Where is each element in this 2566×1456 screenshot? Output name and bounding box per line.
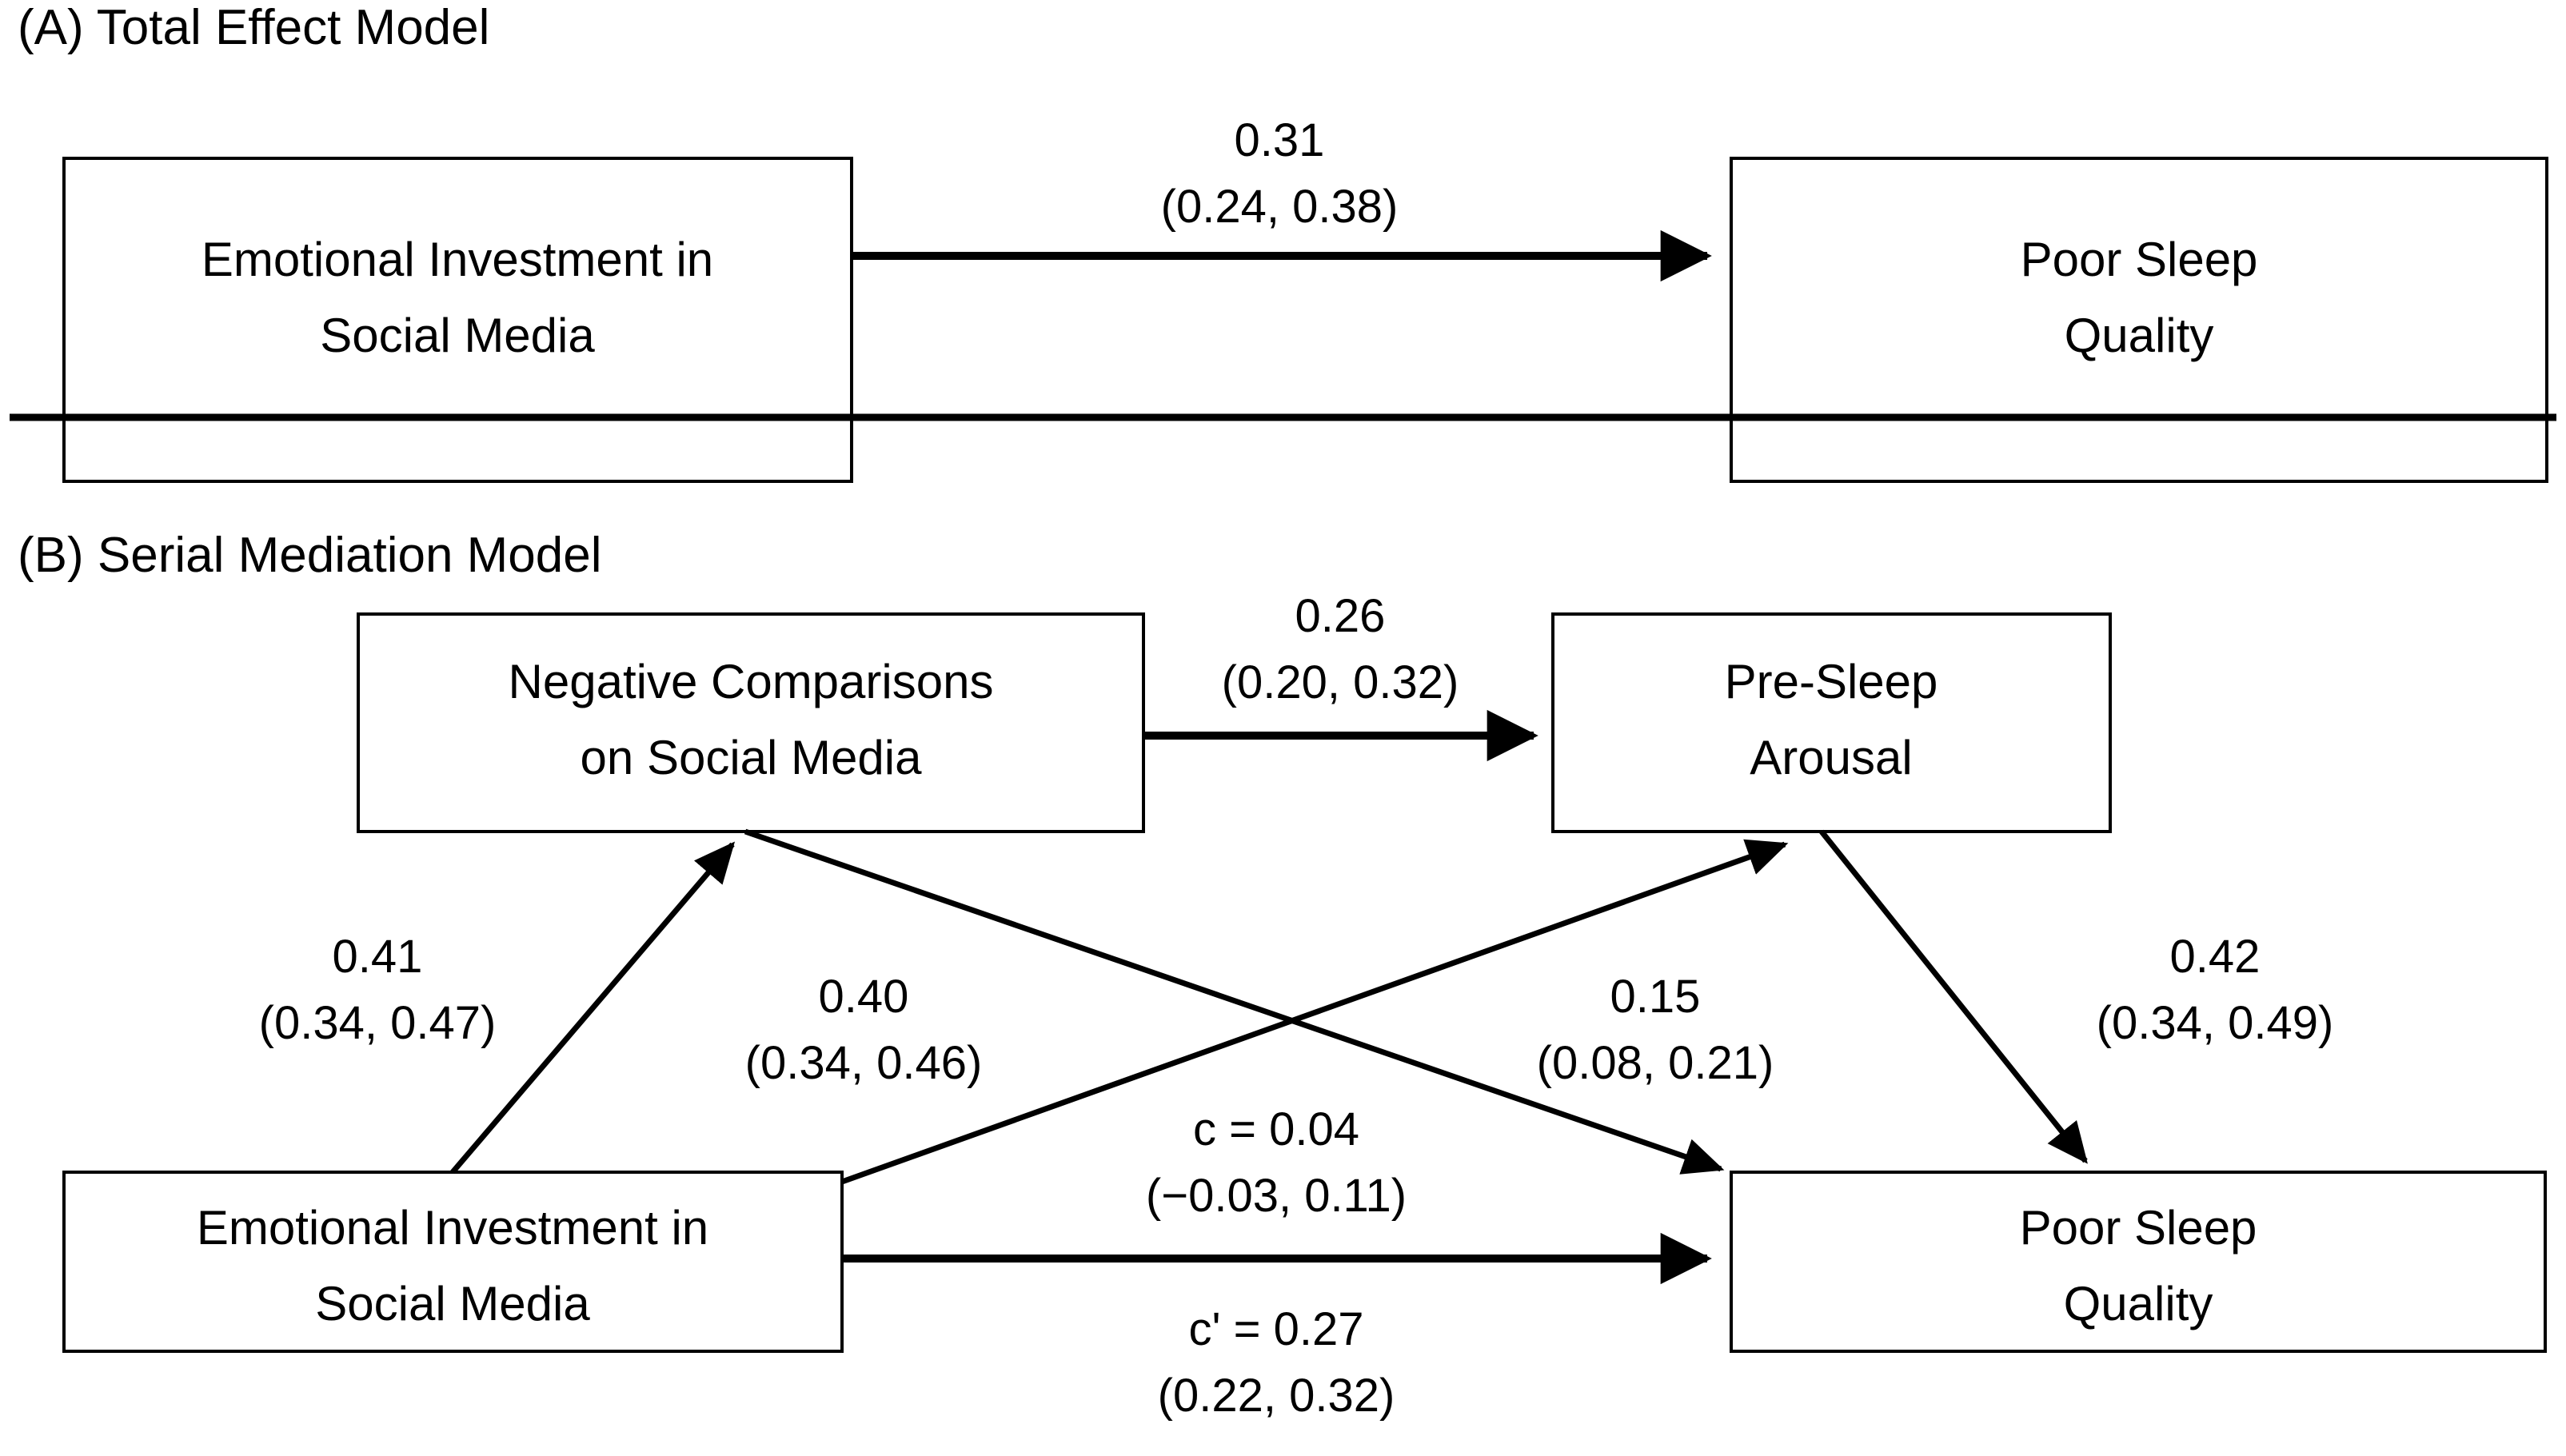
edge-label-nc-psa-ci: (0.20, 0.32) — [1222, 656, 1459, 708]
node-poor-sleep-quality-a: Poor Sleep Quality — [1730, 157, 2548, 483]
edge-label-ei-psa-ci: (0.08, 0.21) — [1537, 1037, 1774, 1089]
edge-arrow-psa-to-psq — [1819, 829, 2088, 1164]
node-label-negative-comparisons-line1: Negative Comparisons — [509, 655, 994, 708]
edge-label-psa-psq-ci: (0.34, 0.49) — [2097, 997, 2334, 1049]
node-label-emotional-investment-b-line2: Social Media — [315, 1277, 590, 1330]
node-box-negative-comparisons — [357, 612, 1145, 833]
node-box-pre-sleep-arousal — [1551, 612, 2112, 833]
node-label-emotional-investment-a-line2: Social Media — [320, 309, 595, 362]
node-label-emotional-investment-a-line1: Emotional Investment in — [202, 233, 713, 286]
edge-label-nc-psq-ci: (0.34, 0.46) — [745, 1037, 983, 1089]
panel-b-title: (B) Serial Mediation Model — [18, 528, 602, 583]
node-negative-comparisons: Negative Comparisons on Social Media — [357, 612, 1145, 833]
edge-label-total-effect-ci: (0.24, 0.38) — [1161, 181, 1399, 233]
edge-label-psa-psq-estimate: 0.42 — [2170, 931, 2261, 983]
node-label-poor-sleep-quality-a-line1: Poor Sleep — [2021, 233, 2258, 286]
edge-label-total-effect-estimate: 0.31 — [1235, 114, 1325, 166]
edge-label-ei-nc-estimate: 0.41 — [333, 931, 423, 983]
node-emotional-investment-a: Emotional Investment in Social Media — [62, 157, 853, 483]
node-emotional-investment-b: Emotional Investment in Social Media — [62, 1171, 844, 1353]
node-label-emotional-investment-b-line1: Emotional Investment in — [197, 1201, 708, 1255]
node-label-negative-comparisons-line2: on Social Media — [581, 731, 923, 784]
edge-arrow-nc-to-psq — [744, 828, 1725, 1175]
node-label-poor-sleep-quality-b-line2: Quality — [2064, 1277, 2213, 1330]
node-poor-sleep-quality-b: Poor Sleep Quality — [1730, 1171, 2547, 1353]
node-pre-sleep-arousal: Pre-Sleep Arousal — [1551, 612, 2112, 833]
node-label-poor-sleep-quality-a-line2: Quality — [2065, 309, 2214, 362]
edge-arrow-ei-to-nc — [450, 841, 736, 1175]
edge-label-direct-cprime-estimate: c' = 0.27 — [1188, 1303, 1363, 1355]
node-box-emotional-investment-a — [62, 157, 853, 483]
node-box-poor-sleep-quality-a — [1730, 157, 2548, 483]
edge-label-ei-psa-estimate: 0.15 — [1610, 971, 1701, 1023]
node-label-pre-sleep-arousal-line1: Pre-Sleep — [1725, 655, 1938, 708]
edge-label-direct-c-estimate: c = 0.04 — [1193, 1103, 1359, 1155]
node-label-pre-sleep-arousal-line2: Arousal — [1750, 731, 1912, 784]
edge-label-ei-nc-ci: (0.34, 0.47) — [259, 997, 497, 1049]
node-box-poor-sleep-quality-b — [1730, 1171, 2547, 1353]
edge-label-nc-psq-estimate: 0.40 — [819, 971, 909, 1023]
edge-label-direct-cprime-ci: (0.22, 0.32) — [1158, 1370, 1395, 1422]
node-box-emotional-investment-b — [62, 1171, 844, 1353]
edge-label-nc-psa-estimate: 0.26 — [1295, 590, 1386, 642]
edge-label-direct-c-ci: (−0.03, 0.11) — [1146, 1170, 1407, 1222]
panel-a-title: (A) Total Effect Model — [18, 0, 489, 55]
node-label-poor-sleep-quality-b-line1: Poor Sleep — [2020, 1201, 2257, 1255]
edge-arrow-ei-to-psa — [840, 839, 1789, 1185]
